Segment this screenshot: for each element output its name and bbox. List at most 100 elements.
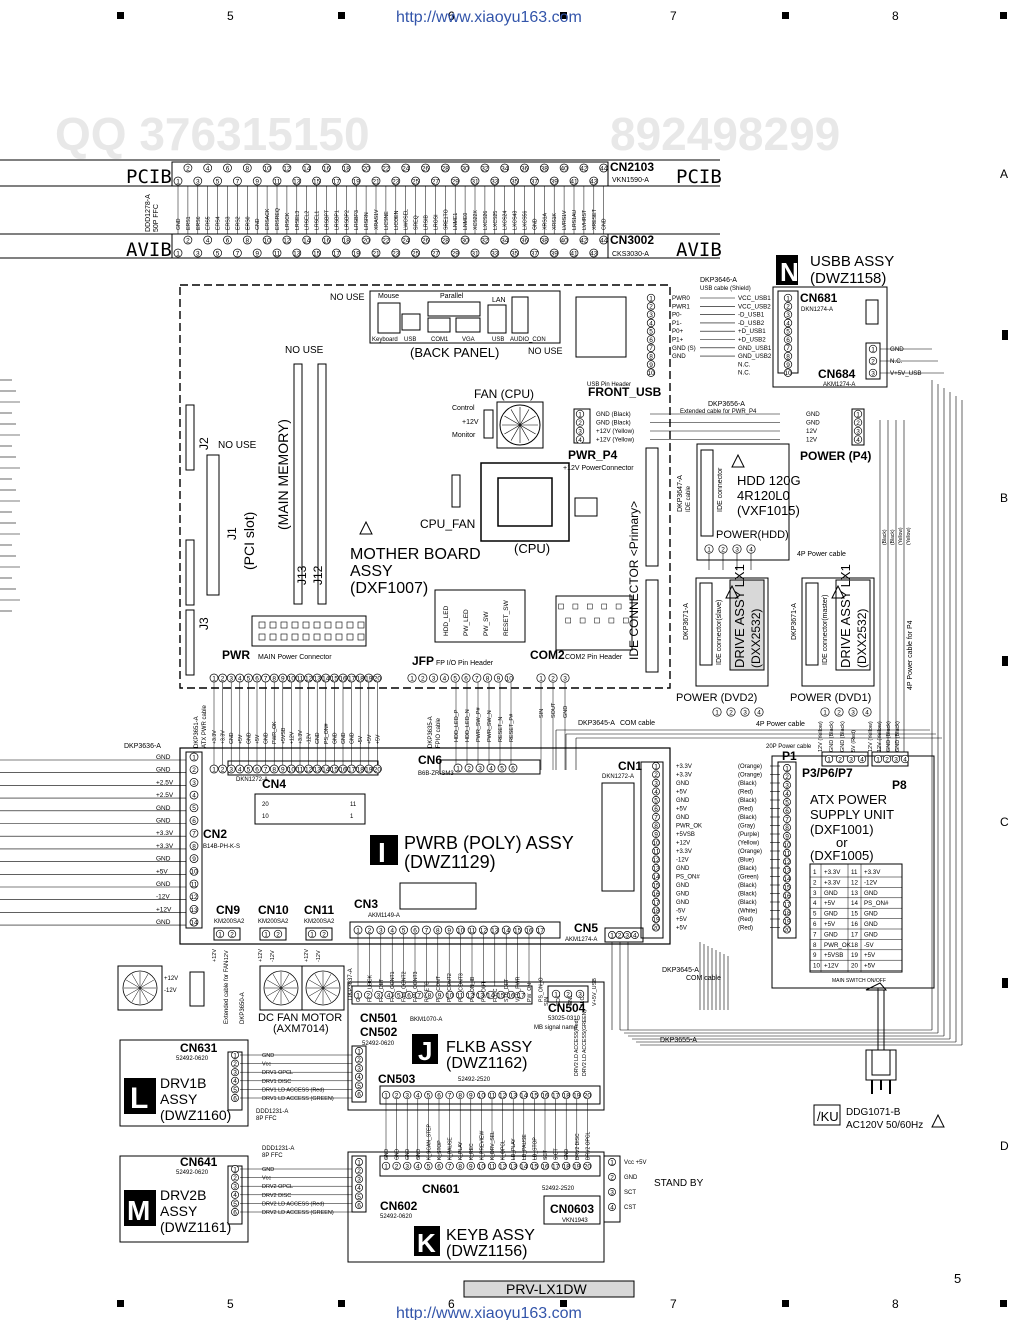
ribbon-signal: LRSEL3 [295, 211, 301, 230]
pin [223, 235, 232, 245]
main-switch-label: MAIN SWITCH ON/OFF [832, 978, 886, 984]
pin-number: 14 [303, 237, 311, 244]
cn1-color: (Purple) [738, 832, 759, 838]
pin [646, 335, 656, 344]
com2-signal: SOUT [551, 702, 557, 718]
pin-number: 13 [510, 1092, 518, 1099]
letter-box-i [370, 835, 398, 865]
atx-l1: ATX POWER [810, 792, 887, 807]
front-usb-label: FRONT_USB [588, 385, 662, 399]
atx-table-cell: 10 [813, 963, 820, 970]
model-label: PRV-LX1DW [506, 1281, 587, 1297]
pwr-signal: +5V [367, 734, 373, 744]
pin-number: 4 [903, 756, 907, 763]
registration-mark [1000, 12, 1007, 19]
pin [341, 163, 351, 173]
pin-number: 4 [387, 992, 391, 999]
pin-number: 1 [356, 992, 360, 999]
fan-blades [502, 407, 538, 443]
pin-number: 1 [310, 931, 314, 938]
pin-number: 7 [264, 766, 268, 773]
svg-text:Control: Control [452, 405, 475, 412]
cn503-code: 52492-2520 [458, 1077, 491, 1083]
atx-table-cell: 18 [851, 942, 858, 949]
pin-number: 8 [272, 675, 276, 682]
pin [480, 235, 490, 245]
atx-table-cell: -5V [864, 942, 875, 949]
pin-number: 6 [226, 165, 230, 172]
pin [652, 864, 660, 872]
pin-number: 4 [357, 1185, 361, 1192]
pin-number: 3 [610, 1189, 614, 1196]
letter-m: M [127, 1195, 150, 1226]
jumper [574, 497, 598, 517]
pin-number: 2 [357, 1168, 361, 1175]
fan-blade [504, 415, 521, 426]
ribbon-signal: XRESET [592, 208, 598, 230]
pin-number: 5 [427, 1092, 431, 1099]
dvd2-power: POWER (DVD2) [676, 692, 757, 704]
pin [425, 990, 434, 1000]
pin-number: 2 [610, 1174, 614, 1181]
cn603-code: VKN1943 [562, 1218, 588, 1224]
header-url[interactable]: http://www.xiaoyu163.com [396, 9, 582, 26]
pin-number: 39 [551, 250, 559, 257]
pin [466, 990, 475, 1000]
cpu-fan [496, 401, 544, 449]
pwrb-assy: I PWRB (POLY) ASSY (DWZ1129) CN6 B6B-ZR-… [124, 704, 812, 1006]
cn503-label: CN503 [378, 1072, 416, 1086]
atx-table-cell: +3.3V [824, 869, 841, 876]
pin-number: 43 [590, 250, 598, 257]
pin [487, 1090, 497, 1100]
pin-number: 29 [452, 178, 460, 185]
pin-number: 8 [649, 354, 653, 361]
ribbon-signal: LRSBP2 [344, 210, 350, 230]
pwrb-title: PWRB (POLY) ASSY [404, 833, 574, 853]
svg-text:+12V: +12V [462, 419, 479, 426]
pin [652, 847, 660, 855]
pin-number: 31 [471, 250, 479, 257]
pin [646, 360, 656, 369]
dkp3645-desc: COM cable [686, 975, 721, 982]
pin-number: 5 [453, 675, 457, 682]
pin-number: 1 [176, 178, 180, 185]
ext-fan-label: Extended cable for FAN [224, 961, 230, 1024]
pin [424, 1161, 433, 1171]
cn2-signal: +3.3V [156, 843, 174, 850]
pin-pad [357, 633, 365, 641]
pin [848, 707, 858, 717]
pin-number: 37 [531, 250, 539, 257]
fan-icon [122, 970, 158, 1006]
pin [579, 163, 589, 173]
pin [853, 418, 863, 427]
pin [338, 764, 348, 774]
mother-board-code: (DXF1007) [350, 580, 428, 597]
pin-number: 3 [432, 675, 436, 682]
ribbon-signal: LRSEL1 [315, 211, 321, 230]
pin [312, 764, 322, 774]
cn2-signal: GND [156, 919, 171, 926]
atx-table-cell: GND [824, 890, 838, 897]
atx-power-supply: P1 P3/P6/P7 P8 ATX POWER SUPPLY UNIT (DX… [771, 749, 945, 1131]
pin [413, 1161, 422, 1171]
dc-fan-2 [301, 965, 345, 1011]
cn1-color: (Red) [738, 926, 753, 932]
fan-blade [139, 979, 154, 989]
cn684-signal: V+5V_USB [890, 370, 921, 377]
keyb-assy: CN601 52492-2520 CN602 52492-0620 CN0603… [347, 1123, 704, 1263]
cn1-color: (Black) [738, 798, 757, 804]
pin-number: 3 [625, 932, 629, 939]
pin [189, 816, 199, 825]
pwr-p4-desc: +12V PowerConnector [563, 465, 634, 472]
pin-number: 40 [560, 237, 568, 244]
registration-mark [782, 12, 789, 19]
atx-table-cell: 13 [851, 890, 858, 897]
pin [302, 235, 312, 245]
cn4-code: DKN1272-A [236, 777, 268, 783]
pin [783, 368, 793, 377]
footer-url[interactable]: http://www.xiaoyu163.com [396, 1305, 582, 1320]
fan-blade [280, 987, 295, 997]
cn684-label: CN684 [818, 367, 856, 381]
audio-port [511, 296, 529, 334]
pin-number: 28 [442, 237, 450, 244]
